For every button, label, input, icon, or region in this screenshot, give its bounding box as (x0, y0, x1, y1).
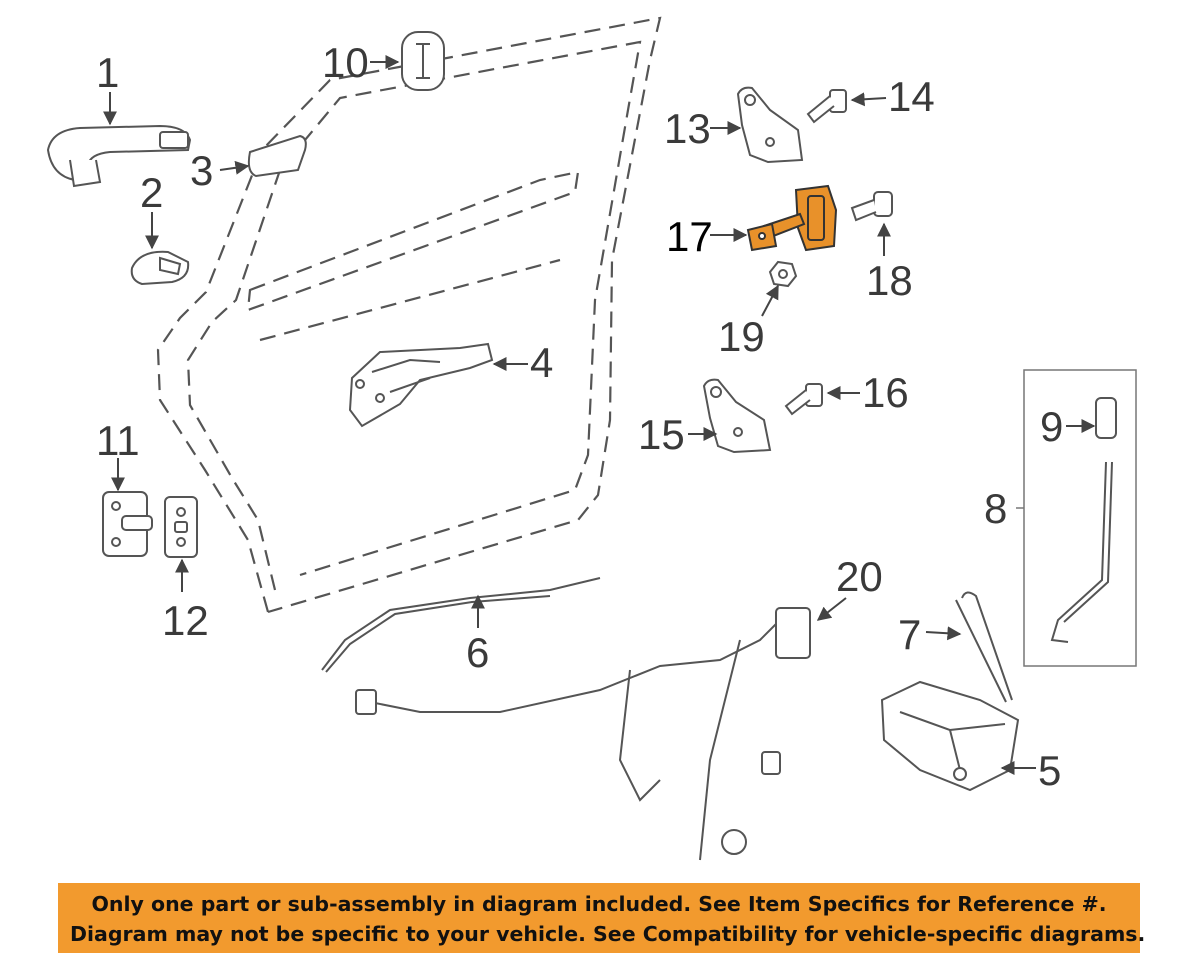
part-2-cover (130, 250, 190, 286)
part-6-cable (321, 577, 601, 673)
callout-15: 15 (638, 411, 685, 458)
leader-arrows (103, 55, 1096, 775)
callout-4: 4 (530, 339, 554, 386)
callout-11: 11 (96, 417, 140, 464)
part-1-outside-handle (46, 124, 192, 188)
door-outline (156, 16, 662, 614)
callout-20: 20 (836, 553, 883, 600)
part-10-plug (401, 31, 445, 91)
callout-12: 12 (162, 597, 209, 644)
callout-14: 14 (888, 73, 935, 120)
callout-7: 7 (898, 611, 922, 658)
part-8-rod (1050, 461, 1113, 643)
part-13-upper-hinge (736, 86, 804, 164)
parts-diagram (46, 16, 1137, 861)
part-8-frame (1016, 369, 1137, 667)
callout-16: 16 (862, 369, 909, 416)
callout-5: 5 (1038, 747, 1062, 794)
callout-17: 17 (666, 213, 713, 260)
notice-banner: Only one part or sub-assembly in diagram… (58, 883, 1146, 953)
callout-1: 1 (96, 49, 120, 96)
part-11-striker (102, 491, 153, 557)
part-15-lower-hinge (702, 378, 772, 454)
part-18-bolt (850, 191, 893, 222)
callout-9: 9 (1040, 403, 1064, 450)
part-5-latch (880, 680, 1020, 792)
part-14-bolt (806, 89, 847, 124)
callout-18: 18 (866, 257, 913, 304)
part-7-rod (955, 591, 1013, 703)
callout-10: 10 (322, 39, 369, 86)
part-9-pin (1095, 397, 1117, 439)
part-3-pad (247, 134, 307, 178)
callout-6: 6 (466, 629, 490, 676)
part-17-door-check (746, 184, 838, 252)
part-4-inside-handle (348, 342, 494, 428)
part-12-shim (164, 496, 198, 558)
callout-13: 13 (664, 105, 711, 152)
notice-line-2: Diagram may not be specific to your vehi… (70, 922, 1146, 946)
part-20-harness (355, 607, 811, 861)
callout-8: 8 (984, 485, 1008, 532)
callout-19: 19 (718, 313, 765, 360)
part-16-bolt (784, 383, 823, 416)
part-19-nut (768, 260, 798, 288)
callout-2: 2 (140, 169, 164, 216)
notice-line-1: Only one part or sub-assembly in diagram… (91, 892, 1107, 916)
callout-3: 3 (190, 147, 214, 194)
